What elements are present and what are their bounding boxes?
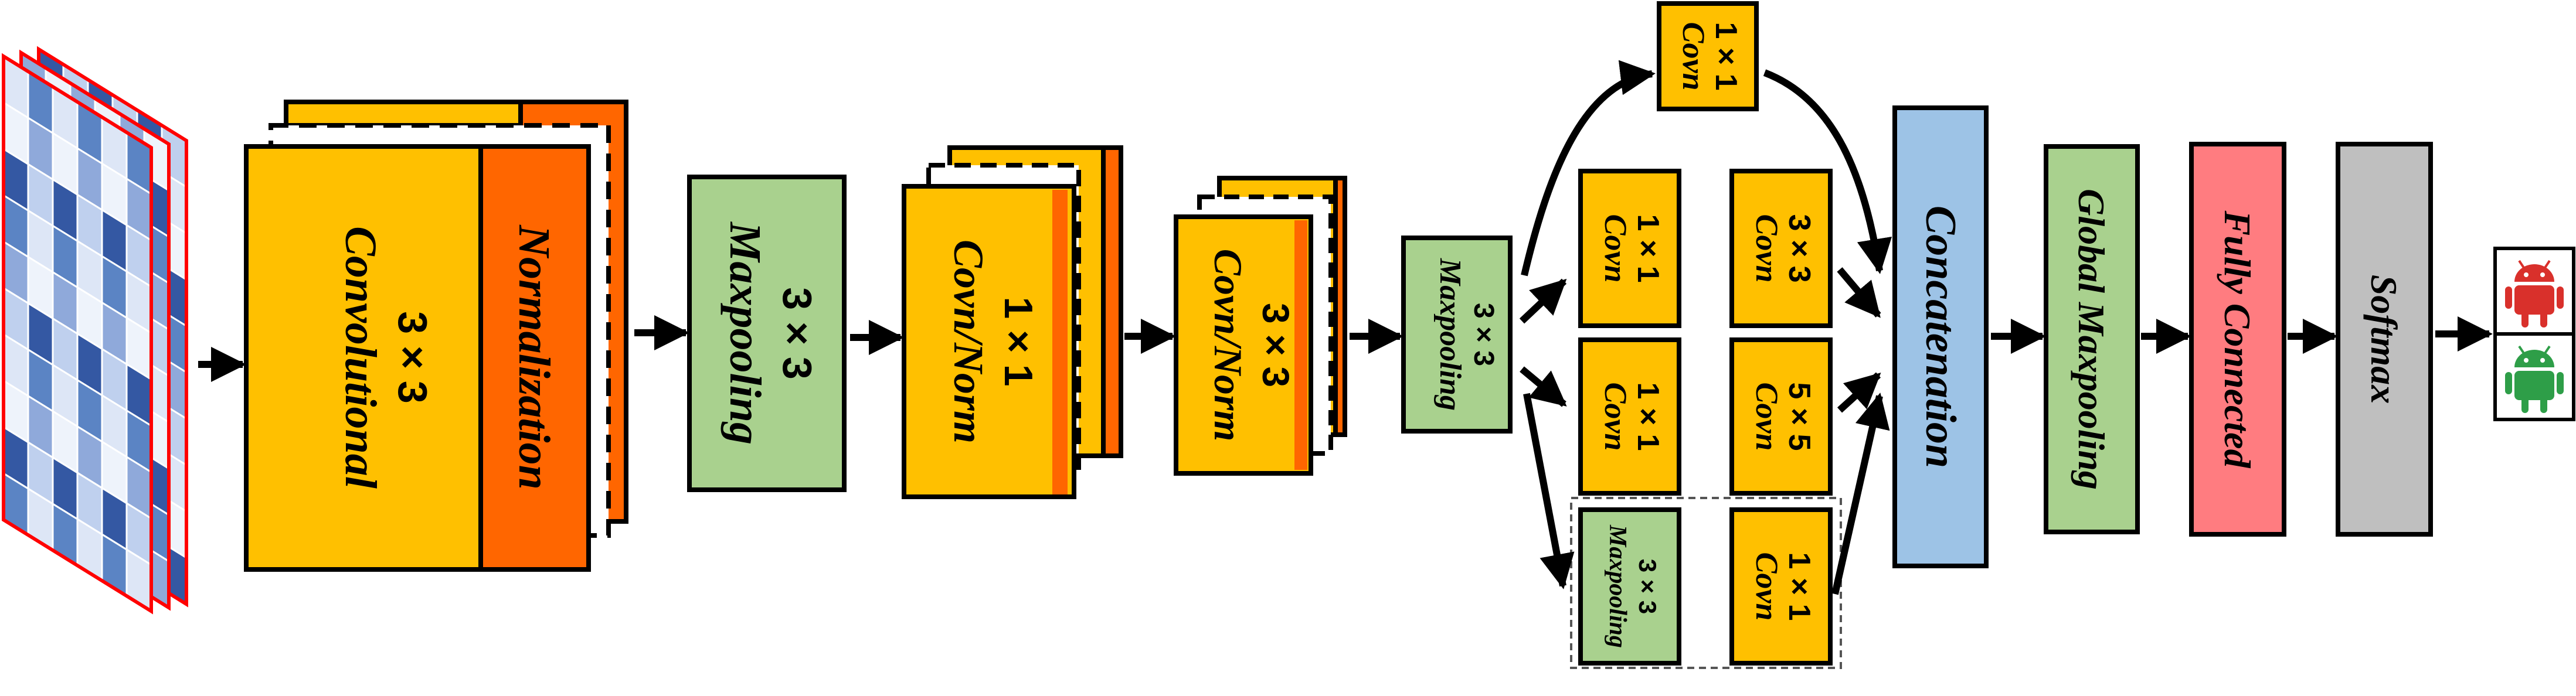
arrow-top-concat	[1763, 69, 1892, 274]
inc-b3a-label: Maxpooling	[1604, 524, 1631, 648]
conv2-kernel: 1 × 1	[996, 296, 1041, 386]
output-icons	[2493, 247, 2575, 421]
conv1-block: 3 × 3 Convolutional Normalization	[244, 100, 628, 572]
pool1-label: Maxpooling	[721, 221, 770, 445]
pool1-block: 3 × 3 Maxpooling	[687, 175, 847, 492]
conv3-kernel: 3 × 3	[1255, 303, 1297, 387]
norm1-label: Normalization	[509, 224, 559, 490]
pool2-block: 3 × 3 Maxpooling	[1401, 236, 1513, 434]
pool1-kernel: 3 × 3	[774, 287, 820, 380]
inc-b1a-kernel: 1 × 1	[1631, 214, 1665, 282]
softmax-block: Softmax	[2336, 142, 2433, 537]
inc-b2b-kernel: 5 × 5	[1782, 382, 1816, 451]
conv1-kernel: 3 × 3	[390, 311, 436, 404]
pool2-label: Maxpooling	[1433, 258, 1467, 411]
inc-b2b-label: Covn	[1749, 382, 1785, 451]
inc-top-label: Covn	[1676, 22, 1711, 90]
conv2-label: Covn/Norm	[945, 240, 992, 443]
android-icon	[2505, 260, 2564, 327]
arrow-pool2-b3	[1523, 393, 1575, 589]
arrows	[198, 60, 2493, 595]
inc-b3b-kernel: 1 × 1	[1782, 552, 1816, 620]
input-layer-border	[2, 53, 153, 615]
inc-b3a-kernel: 3 × 3	[1634, 559, 1661, 615]
conv3-label: Covn/Norm	[1206, 249, 1250, 442]
inc-b2a-kernel: 1 × 1	[1631, 382, 1665, 451]
fc-block: Fully Connected	[2189, 142, 2286, 537]
arrow-b3-concat	[1831, 393, 1890, 595]
arrow-b2-concat	[1837, 372, 1881, 413]
arrow-pool2-top	[1521, 60, 1656, 277]
android-icon	[2505, 345, 2564, 413]
fc-label: Fully Connected	[2217, 210, 2258, 468]
input-matrix-stack	[2, 46, 188, 615]
global-pool-label: Global Maxpooling	[2071, 189, 2112, 490]
conv2-block: 1 × 1 Covn/Norm	[902, 145, 1123, 499]
conv1-label: Convolutional	[336, 226, 385, 489]
pool2-kernel: 3 × 3	[1468, 303, 1499, 366]
input-layer	[2, 53, 153, 615]
arrow-pool2-b1	[1519, 278, 1567, 324]
inc-b1a-label: Covn	[1598, 214, 1633, 282]
inc-top-kernel: 1 × 1	[1709, 22, 1743, 90]
global-pool-block: Global Maxpooling	[2044, 144, 2140, 534]
concat-label: Concatenation	[1916, 206, 1965, 468]
inc-b1b-label: Covn	[1749, 214, 1785, 282]
arrow-b1-concat	[1837, 267, 1881, 318]
inc-b2a-label: Covn	[1598, 382, 1633, 451]
concat-block: Concatenation	[1892, 105, 1989, 568]
softmax-label: Softmax	[2363, 275, 2405, 404]
inc-b1b-kernel: 3 × 3	[1782, 214, 1816, 282]
inception-module: 1 × 1 Covn 1 × 1 Covn 3 × 3 Covn 1 × 1 C…	[1570, 1, 1842, 669]
conv3-block: 3 × 3 Covn/Norm	[1174, 176, 1347, 476]
arrow-pool2-b2	[1520, 366, 1567, 407]
inc-b3b-label: Covn	[1749, 552, 1785, 620]
